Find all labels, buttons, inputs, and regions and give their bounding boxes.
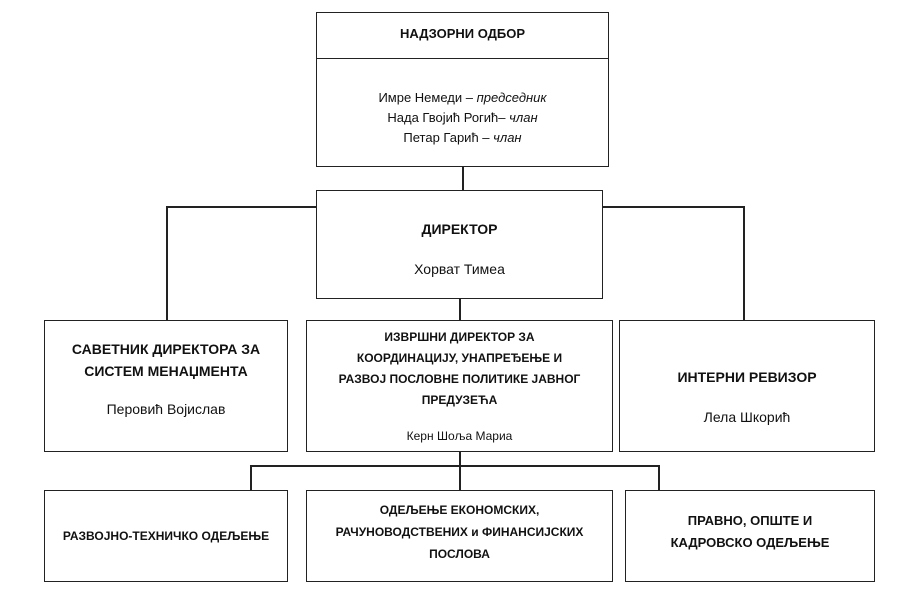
connector-dept-middle: [459, 465, 461, 490]
dept-dev-label: РАЗВОЈНО-ТЕХНИЧКО ОДЕЉЕЊЕ: [62, 529, 270, 543]
board-member: Имре Немеди – председник: [378, 90, 547, 105]
executive-title-line: ПРЕДУЗЕЋА: [421, 393, 498, 407]
board-title: НАДЗОРНИ ОДБОР: [399, 26, 526, 41]
executive-title-line: РАЗВОЈ ПОСЛОВНЕ ПОЛИТИКЕ ЈАВНОГ: [338, 372, 581, 386]
executive-name: Керн Шоља Мариа: [406, 429, 513, 443]
dept-legal-label: ПРАВНО, ОПШТЕ И: [687, 513, 813, 528]
connector-departments-horizontal: [250, 465, 659, 467]
connector-left-horizontal: [166, 206, 317, 208]
advisor-box: САВЕТНИК ДИРЕКТОРА ЗА СИСТЕМ МЕНАЏМЕНТА …: [44, 320, 288, 452]
advisor-title-line: САВЕТНИК ДИРЕКТОРА ЗА: [71, 341, 261, 357]
connector-dept-right: [658, 465, 660, 490]
connector-board-director: [462, 166, 464, 190]
advisor-title-line: СИСТЕМ МЕНАЏМЕНТА: [84, 363, 248, 379]
connector-dept-left: [250, 465, 252, 490]
dept-legal-box: ПРАВНО, ОПШТЕ И КАДРОВСКО ОДЕЉЕЊЕ: [625, 490, 875, 582]
director-name: Хорват Тимеа: [414, 261, 505, 277]
auditor-title: ИНТЕРНИ РЕВИЗОР: [677, 369, 817, 385]
dept-legal-label: КАДРОВСКО ОДЕЉЕЊЕ: [670, 535, 830, 550]
executive-box: ИЗВРШНИ ДИРЕКТОР ЗА КООРДИНАЦИЈУ, УНАПРЕ…: [306, 320, 613, 452]
board-members-box: Имре Немеди – председник Нада Гвојић Рог…: [316, 58, 609, 167]
advisor-name: Перовић Војислав: [106, 401, 226, 417]
dept-econ-label: ПОСЛОВА: [429, 547, 490, 561]
executive-title-line: КООРДИНАЦИЈУ, УНАПРЕЂЕЊЕ И: [356, 351, 563, 365]
director-title: ДИРЕКТОР: [421, 221, 498, 237]
connector-left-vertical: [166, 206, 168, 320]
dept-econ-box: ОДЕЉЕЊЕ ЕКОНОМСКИХ, РАЧУНОВОДСТВЕНИХ и Ф…: [306, 490, 613, 582]
dept-econ-label: РАЧУНОВОДСТВЕНИХ и ФИНАНСИЈСКИХ: [335, 525, 584, 539]
executive-title-line: ИЗВРШНИ ДИРЕКТОР ЗА: [384, 330, 535, 344]
dept-dev-box: РАЗВОЈНО-ТЕХНИЧКО ОДЕЉЕЊЕ: [44, 490, 288, 582]
dept-econ-label: ОДЕЉЕЊЕ ЕКОНОМСКИХ,: [379, 503, 540, 517]
director-box: ДИРЕКТОР Хорват Тимеа: [316, 190, 603, 299]
auditor-box: ИНТЕРНИ РЕВИЗОР Лела Шкорић: [619, 320, 875, 452]
connector-executive-departments: [459, 452, 461, 466]
board-title-box: НАДЗОРНИ ОДБОР: [316, 12, 609, 60]
connector-director-executive: [459, 298, 461, 320]
board-member: Нада Гвојић Рогић– члан: [387, 110, 538, 125]
connector-right-vertical: [743, 206, 745, 320]
connector-right-horizontal: [602, 206, 744, 208]
auditor-name: Лела Шкорић: [703, 409, 791, 425]
board-member: Петар Гарић – члан: [403, 130, 522, 145]
